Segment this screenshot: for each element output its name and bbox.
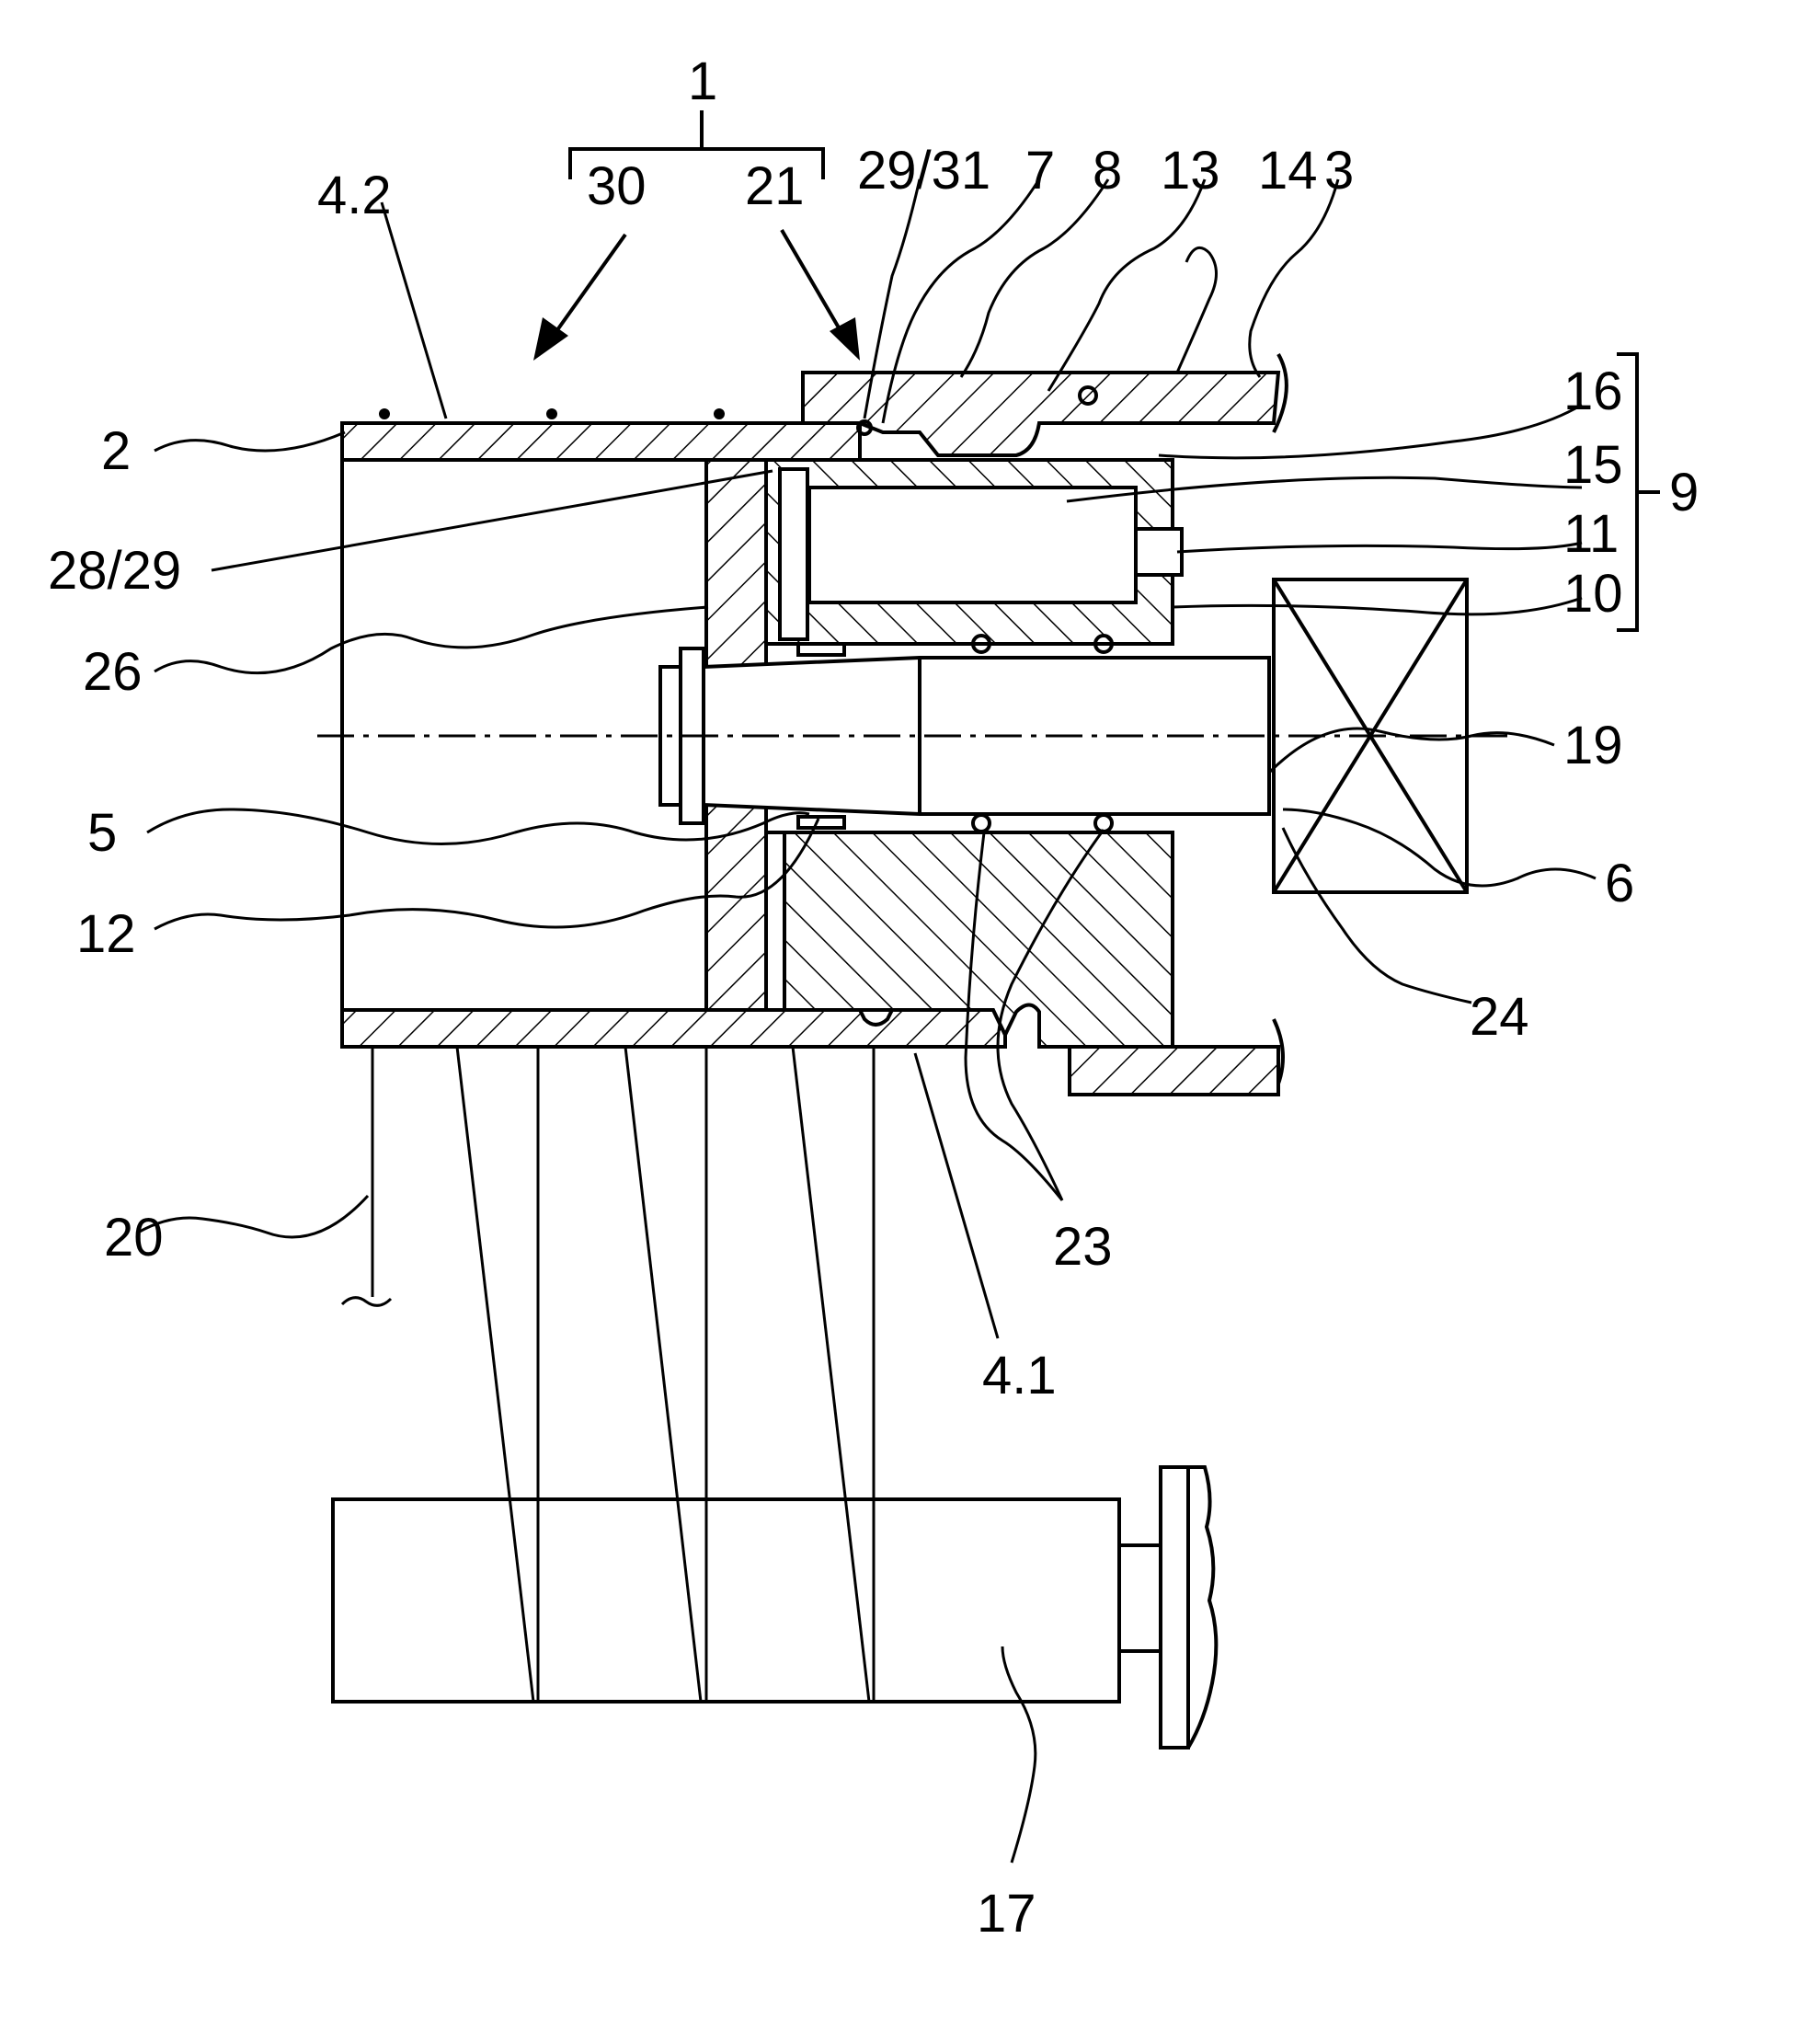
label-26: 26: [83, 642, 143, 702]
label-15: 15: [1563, 435, 1623, 495]
label-29-31: 29/31: [857, 141, 990, 201]
label-13: 13: [1161, 141, 1220, 201]
label-19: 19: [1563, 716, 1623, 775]
label-9: 9: [1669, 463, 1699, 522]
label-8: 8: [1093, 141, 1122, 201]
label-10: 10: [1563, 564, 1623, 624]
label-3: 3: [1324, 141, 1354, 201]
label-6: 6: [1605, 854, 1634, 913]
roller-body-17: [333, 1467, 1216, 1748]
label-17: 17: [977, 1884, 1036, 1944]
label-24: 24: [1470, 987, 1529, 1047]
label-20: 20: [104, 1208, 164, 1268]
group-bracket-9: [1617, 354, 1660, 630]
arrow-30: [533, 235, 625, 361]
label-1: 1: [688, 52, 717, 111]
spindle-6: [660, 636, 1269, 832]
arrow-21: [782, 230, 860, 361]
label-21: 21: [745, 156, 805, 216]
label-11: 11: [1563, 504, 1619, 564]
label-7: 7: [1025, 141, 1055, 201]
label-4-2: 4.2: [317, 166, 392, 225]
label-4-1: 4.1: [982, 1346, 1057, 1405]
label-14: 14: [1258, 141, 1318, 201]
label-28-29: 28/29: [48, 541, 181, 601]
label-5: 5: [87, 803, 117, 863]
label-16: 16: [1563, 361, 1623, 421]
label-12: 12: [76, 904, 136, 964]
label-23: 23: [1053, 1217, 1113, 1277]
label-30: 30: [587, 156, 647, 216]
label-2: 2: [101, 421, 131, 481]
